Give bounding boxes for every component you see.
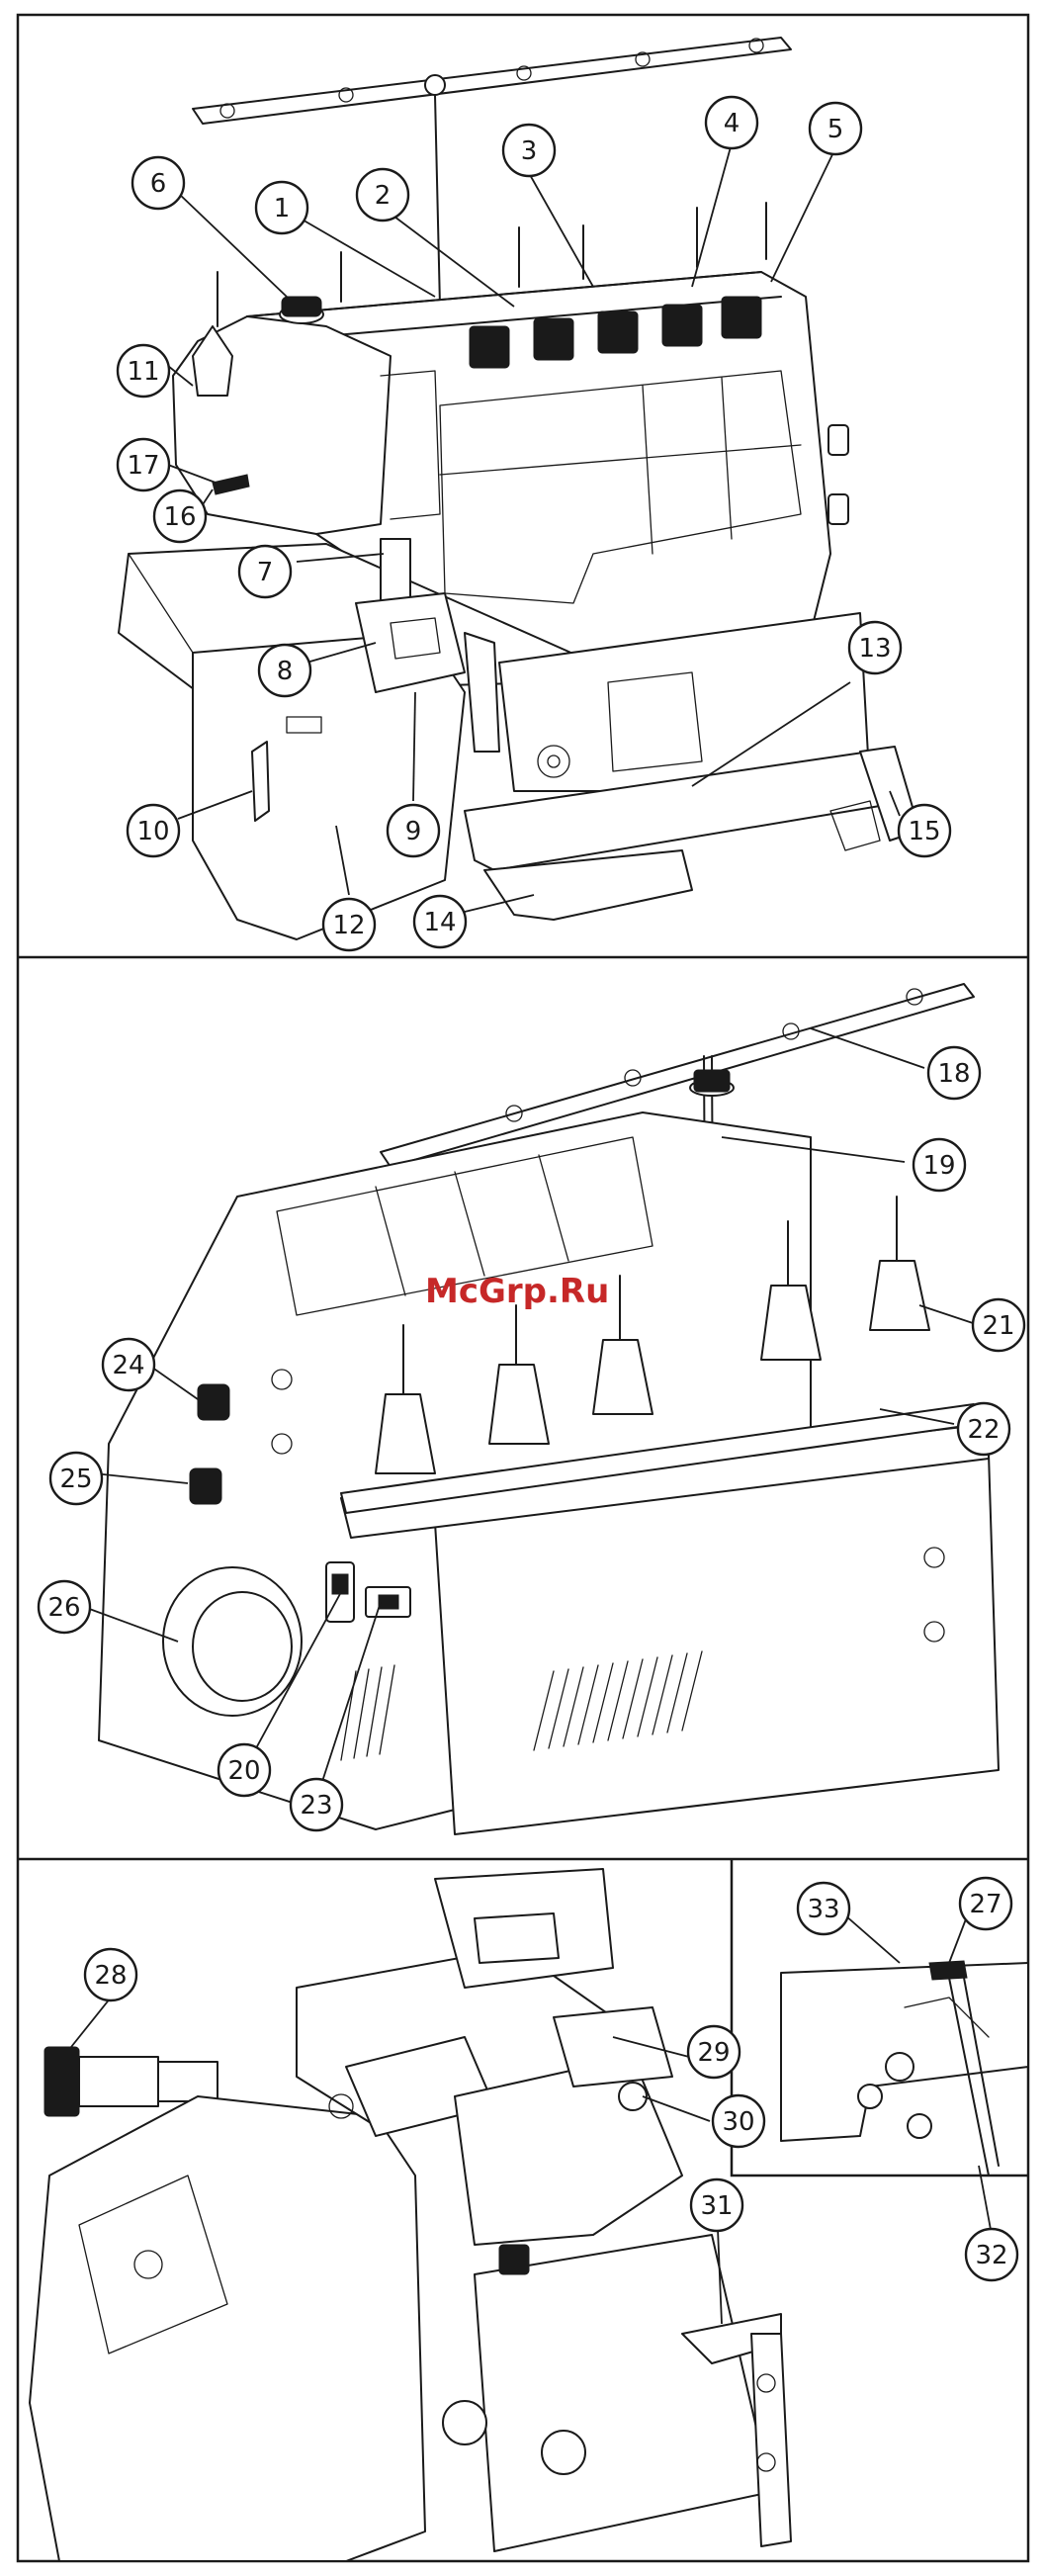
callout-33: 33 xyxy=(798,1883,849,1934)
callout-number: 19 xyxy=(922,1151,955,1181)
callout-16: 16 xyxy=(154,490,206,542)
callout-13: 13 xyxy=(849,622,901,673)
callout-number: 5 xyxy=(827,115,844,144)
callout-number: 20 xyxy=(227,1756,260,1786)
thread-guide-bar xyxy=(193,38,791,307)
callout-number: 17 xyxy=(127,451,159,481)
callout-11: 11 xyxy=(118,345,169,397)
callout-number: 13 xyxy=(858,634,891,664)
callout-5: 5 xyxy=(810,103,861,154)
callout-2: 2 xyxy=(357,169,408,221)
callout-7: 7 xyxy=(239,546,291,597)
callout-number: 21 xyxy=(982,1311,1014,1341)
callout-20: 20 xyxy=(218,1744,270,1796)
callout-number: 18 xyxy=(937,1059,970,1089)
watermark-text: McGrp.Ru xyxy=(425,1272,609,1311)
callout-29: 29 xyxy=(688,2026,740,2078)
callout-10: 10 xyxy=(128,805,179,856)
rear-view-illustration: McGrp.Ru xyxy=(99,984,999,1834)
callout-27: 27 xyxy=(960,1878,1011,1929)
callout-number: 12 xyxy=(332,911,365,940)
callout-32: 32 xyxy=(966,2229,1017,2280)
callout-28: 28 xyxy=(85,1949,136,2000)
callout-number: 4 xyxy=(724,109,740,138)
callout-4: 4 xyxy=(706,97,757,148)
callout-21: 21 xyxy=(973,1299,1024,1351)
callout-number: 14 xyxy=(423,908,456,937)
callout-31: 31 xyxy=(691,2179,742,2231)
callout-number: 7 xyxy=(257,558,274,587)
callout-number: 23 xyxy=(300,1791,332,1821)
callout-number: 28 xyxy=(94,1961,127,1991)
callout-14: 14 xyxy=(414,896,466,947)
callout-17: 17 xyxy=(118,439,169,490)
callout-number: 3 xyxy=(521,136,538,166)
callout-1: 1 xyxy=(256,182,307,233)
callout-number: 29 xyxy=(697,2038,730,2068)
callout-30: 30 xyxy=(713,2095,764,2147)
callout-number: 9 xyxy=(405,817,422,846)
callout-23: 23 xyxy=(291,1779,342,1830)
callout-number: 27 xyxy=(969,1890,1001,1919)
callout-number: 25 xyxy=(59,1465,92,1494)
callout-number: 1 xyxy=(274,194,291,223)
closeup-illustration xyxy=(30,1859,1028,2561)
callout-number: 31 xyxy=(700,2191,733,2221)
callout-number: 15 xyxy=(908,817,940,846)
callout-3: 3 xyxy=(503,125,555,176)
callout-6: 6 xyxy=(132,157,184,209)
callout-number: 11 xyxy=(127,357,159,387)
callout-12: 12 xyxy=(323,899,375,950)
callout-number: 32 xyxy=(975,2241,1007,2270)
callout-22: 22 xyxy=(958,1403,1009,1455)
callout-number: 16 xyxy=(163,502,196,532)
callout-18: 18 xyxy=(928,1047,980,1099)
callout-15: 15 xyxy=(899,805,950,856)
mechanism-body xyxy=(30,1869,791,2561)
callout-26: 26 xyxy=(39,1581,90,1633)
callout-number: 24 xyxy=(112,1351,144,1380)
callout-number: 26 xyxy=(47,1593,80,1623)
callout-number: 8 xyxy=(277,657,294,686)
callout-8: 8 xyxy=(259,645,310,696)
callout-9: 9 xyxy=(388,805,439,856)
callout-number: 2 xyxy=(375,181,392,211)
callout-number: 22 xyxy=(967,1415,1000,1445)
callout-19: 19 xyxy=(914,1139,965,1191)
callout-24: 24 xyxy=(103,1339,154,1390)
callout-number: 6 xyxy=(150,169,167,199)
callout-number: 30 xyxy=(722,2107,754,2137)
callout-number: 33 xyxy=(807,1895,839,1924)
callout-25: 25 xyxy=(50,1453,102,1504)
callout-number: 10 xyxy=(136,817,169,846)
